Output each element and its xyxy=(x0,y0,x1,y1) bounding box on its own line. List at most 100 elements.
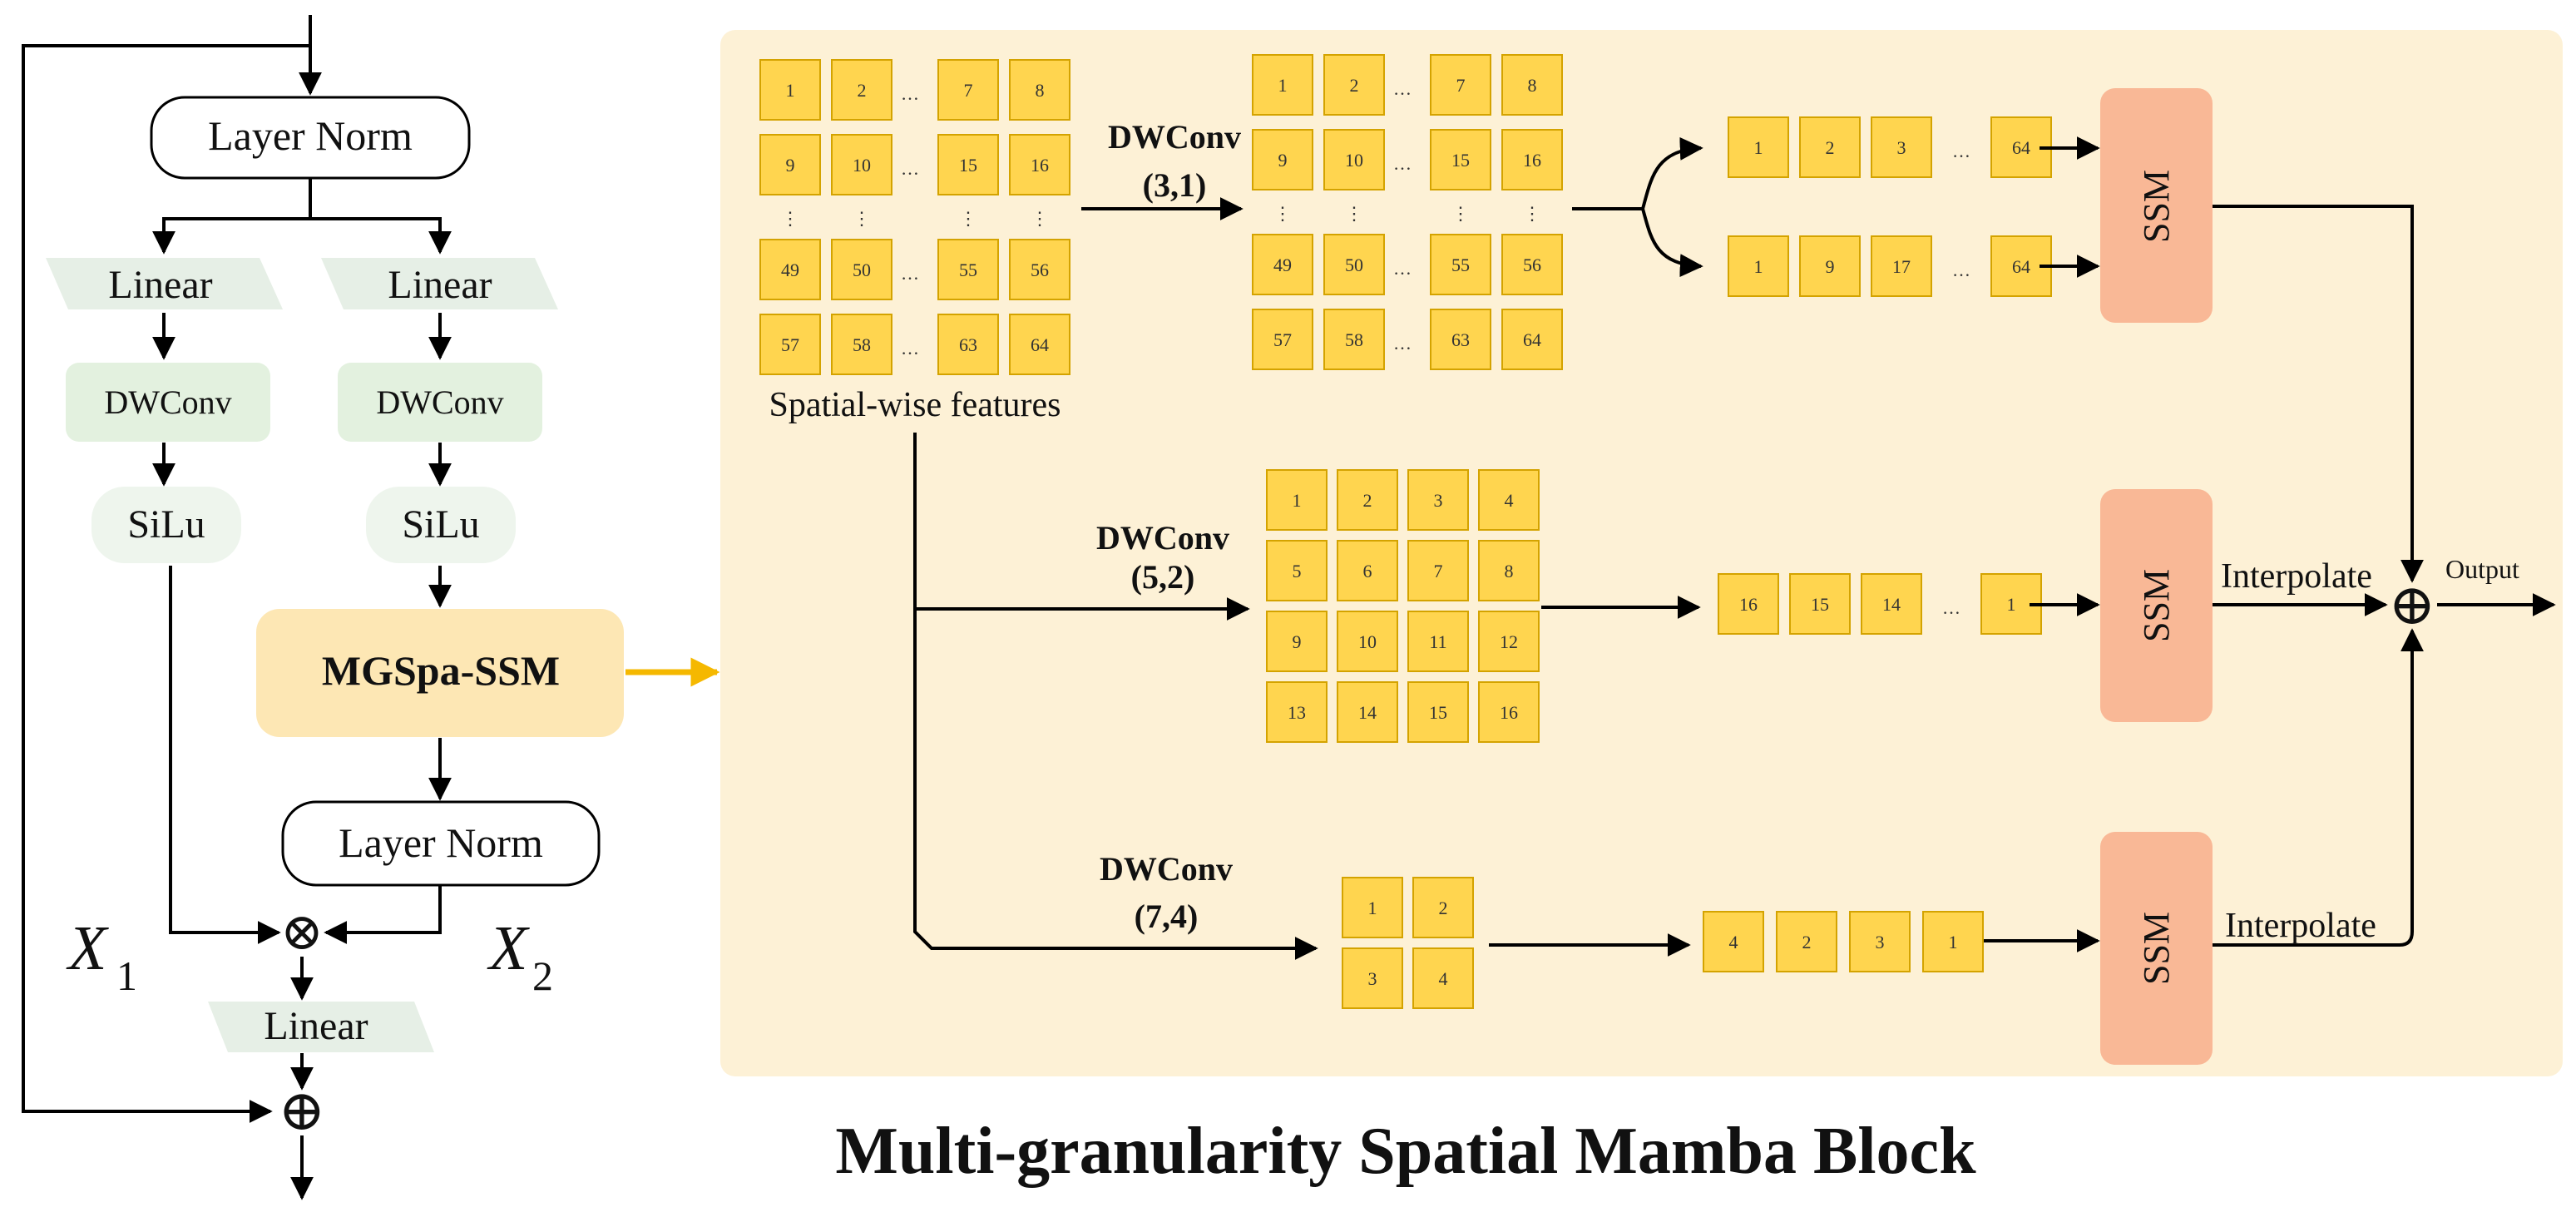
arrow-silu-multiply xyxy=(169,566,281,944)
bottom-grid-cell-label: 3 xyxy=(1368,968,1377,989)
mid-grid-cell xyxy=(1266,611,1328,672)
conv-bottom-params: (7,4) xyxy=(1135,898,1199,935)
top-grid-cell xyxy=(1501,54,1563,116)
add-icon-left: ⊕ xyxy=(279,1079,326,1142)
seq-b-cell-label: 9 xyxy=(1826,256,1835,277)
seq-bottom-cell xyxy=(1776,911,1837,972)
spatial-grid-cell-label: 57 xyxy=(781,334,799,355)
spatial-grid-cell-label: 63 xyxy=(959,334,977,355)
bottom-grid-cell xyxy=(1342,947,1403,1009)
top-grid-cell xyxy=(1252,54,1313,116)
top-grid-cell-label: 64 xyxy=(1523,329,1541,350)
mid-grid-cell-label: 7 xyxy=(1434,561,1443,581)
seq-bottom-cell-label: 3 xyxy=(1876,932,1885,952)
add-icon-right: ⊕ xyxy=(2389,573,2436,636)
mid-grid-cell xyxy=(1478,540,1540,601)
top-grid-cell-label: 58 xyxy=(1345,329,1363,350)
conv-mid-params: (5,2) xyxy=(1131,558,1195,596)
linear-left-box xyxy=(46,258,283,309)
mid-grid-cell xyxy=(1407,540,1469,601)
bottom-grid-cell xyxy=(1412,877,1474,938)
mid-grid-cell xyxy=(1337,540,1398,601)
seq-mid-cell xyxy=(1861,573,1922,635)
spatial-grid-cell xyxy=(759,239,821,300)
split-line xyxy=(152,179,312,255)
spatial-grid-ellipsis: … xyxy=(901,83,919,104)
mid-grid-cell xyxy=(1407,469,1469,531)
spatial-grid-cell xyxy=(937,314,999,375)
conv-top-params: (3,1) xyxy=(1143,166,1207,204)
bottom-grid-cell xyxy=(1412,947,1474,1009)
top-grid-cell-label: 1 xyxy=(1278,75,1288,96)
silu-right-label: SiLu xyxy=(402,502,479,547)
dwconv-left-label: DWConv xyxy=(104,383,231,421)
top-grid-cell xyxy=(1430,54,1491,116)
mid-grid-cell-label: 6 xyxy=(1363,561,1372,581)
spatial-grid-cell xyxy=(831,239,892,300)
mid-grid-cell-label: 8 xyxy=(1505,561,1514,581)
top-grid-ellipsis: … xyxy=(1393,333,1412,354)
conv-mid-name: DWConv xyxy=(1096,519,1229,557)
seq-b-cell xyxy=(1799,235,1861,297)
ssm-bottom-box xyxy=(2100,832,2213,1065)
spatial-grid-ellipsis: … xyxy=(901,338,919,359)
seq-mid-cell-label: 15 xyxy=(1811,594,1829,615)
spatial-features-label: Spatial-wise features xyxy=(769,386,1061,424)
silu-right-box xyxy=(366,487,516,563)
spatial-grid-ellipsis: ⋮ xyxy=(781,208,799,229)
spatial-grid-cell xyxy=(937,59,999,121)
right-connectors xyxy=(913,136,2556,960)
layer-norm-bottom-box xyxy=(281,800,601,887)
ssm-top-to-add xyxy=(2213,205,2424,583)
mid-grid-cell xyxy=(1337,469,1398,531)
seq-a-cell xyxy=(1871,116,1932,178)
spatial-grid-ellipsis: ⋮ xyxy=(959,208,977,229)
spatial-grid-cell xyxy=(831,59,892,121)
seq-bottom-cell xyxy=(1849,911,1911,972)
mgspa-ssm-label: MGSpa-SSM xyxy=(322,647,560,694)
top-grid-cell-label: 2 xyxy=(1350,75,1359,96)
spatial-grid-cell-label: 58 xyxy=(853,334,871,355)
seq-bottom-cell xyxy=(1922,911,1984,972)
mid-grid-cell-label: 10 xyxy=(1358,631,1377,652)
linear-bottom-label: Linear xyxy=(264,1004,368,1048)
seq-mid-cell-label: 16 xyxy=(1739,594,1758,615)
seq-b-ellipsis: … xyxy=(1952,260,1970,280)
top-grid-cell xyxy=(1252,234,1313,295)
top-grid-ellipsis: … xyxy=(1393,153,1412,174)
top-grid-cell-label: 50 xyxy=(1345,255,1363,275)
mid-grid-cell xyxy=(1337,681,1398,743)
seq-bottom-cell xyxy=(1703,911,1764,972)
mid-grid-cell xyxy=(1266,540,1328,601)
mid-grid-cell-label: 14 xyxy=(1358,702,1377,723)
mid-grid-cell-label: 4 xyxy=(1505,490,1514,511)
mid-grid-cell-label: 12 xyxy=(1500,631,1518,652)
fork-up xyxy=(1641,136,1703,210)
top-grid-cell xyxy=(1323,54,1385,116)
spatial-grid-cell-label: 2 xyxy=(858,80,867,101)
spatial-grid-cell-label: 50 xyxy=(853,260,871,280)
spatial-grid-cell xyxy=(1009,314,1070,375)
top-grid-cell xyxy=(1323,309,1385,370)
dwconv-right-box xyxy=(338,363,542,442)
seq-b-cell-label: 1 xyxy=(1754,256,1763,277)
mid-grid-cell xyxy=(1478,469,1540,531)
interpolate-bottom-label: Interpolate xyxy=(2225,907,2376,945)
arrow-layernorm-multiply xyxy=(324,886,442,944)
mid-grid-cell-label: 3 xyxy=(1434,490,1443,511)
mid-grid-cell-label: 2 xyxy=(1363,490,1372,511)
top-grid-cell-label: 57 xyxy=(1273,329,1292,350)
linear-left-label: Linear xyxy=(108,263,212,307)
x2-subscript: 2 xyxy=(532,952,553,999)
spatial-grid-cell xyxy=(831,314,892,375)
top-grid-cell xyxy=(1501,129,1563,190)
layer-norm-top-label: Layer Norm xyxy=(208,112,413,159)
page-title: Multi-granularity Spatial Mamba Block xyxy=(835,1115,1976,1188)
top-grid-cell-label: 8 xyxy=(1528,75,1537,96)
seq-a-cell-label: 2 xyxy=(1826,137,1835,158)
seq-bottom-cell-label: 4 xyxy=(1729,932,1738,952)
spatial-grid-cell-label: 8 xyxy=(1036,80,1045,101)
top-grid-cell-label: 15 xyxy=(1451,150,1470,171)
